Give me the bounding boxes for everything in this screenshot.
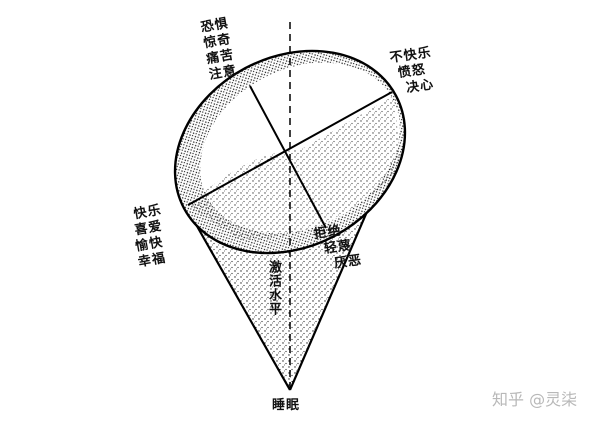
label-anger-group: 不快乐 愤怒 决心 bbox=[389, 45, 437, 98]
label-activation-level: 激活水平 bbox=[266, 260, 281, 316]
label-rejection-group: 拒绝 轻蔑 厌恶 bbox=[313, 221, 363, 275]
axis-line-fear-rejection bbox=[249, 85, 327, 229]
ellipse-rim bbox=[173, 49, 407, 255]
cone-left-edge bbox=[184, 204, 291, 391]
watermark: 知乎 @灵柒 bbox=[492, 390, 578, 409]
label-sleep: 睡眠 bbox=[272, 398, 301, 413]
axis-line-joy-anger bbox=[187, 91, 393, 206]
